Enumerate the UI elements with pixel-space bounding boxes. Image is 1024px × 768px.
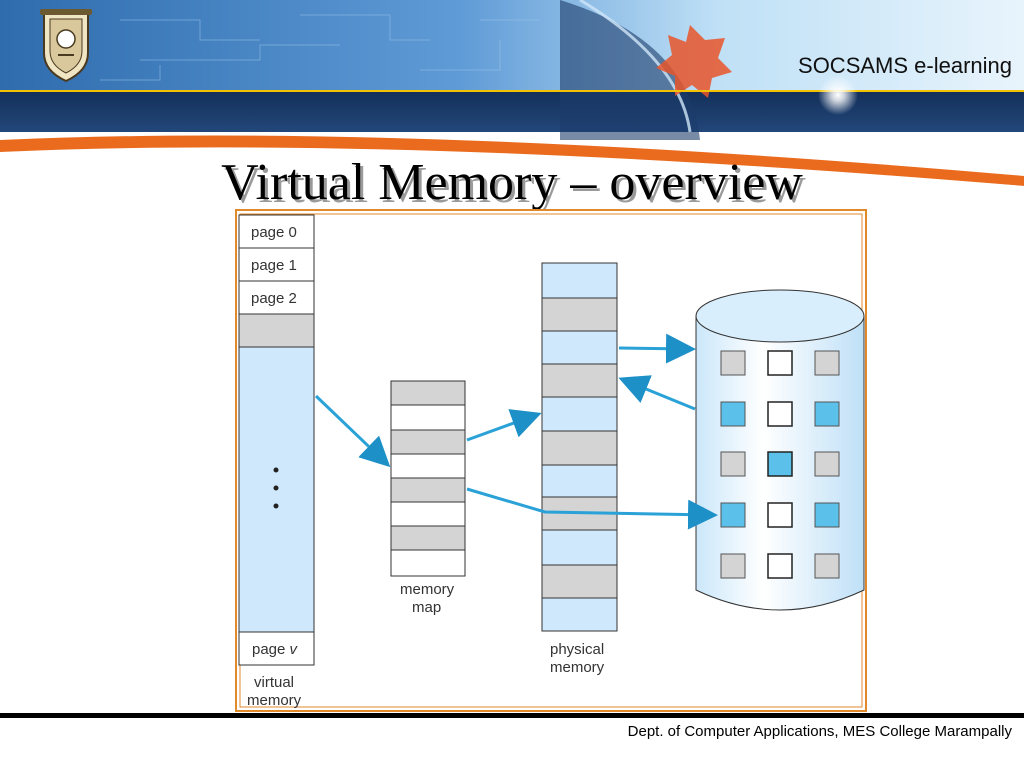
mapping-arrows bbox=[314, 333, 718, 530]
arrow-disk-to-physical bbox=[618, 375, 696, 411]
arrow-map-to-physical bbox=[466, 409, 542, 442]
virtual-page-1-label: page 1 bbox=[251, 257, 297, 274]
arrow-map-to-disk bbox=[466, 487, 718, 530]
physical-memory-column bbox=[541, 262, 618, 632]
college-crest-logo bbox=[40, 9, 92, 83]
slide-title: Virtual Memory – overview bbox=[221, 154, 803, 211]
virtual-page-0-label: page 0 bbox=[251, 224, 297, 241]
disk-blocks bbox=[720, 350, 840, 579]
memory-map-label-1: memory bbox=[400, 581, 455, 598]
memory-map-column bbox=[390, 380, 466, 577]
arrow-virtual-to-map bbox=[314, 394, 391, 468]
physical-memory-label-2: memory bbox=[550, 659, 605, 676]
virtual-page-v-label: page v bbox=[252, 641, 299, 658]
virtual-page-2-label: page 2 bbox=[251, 290, 297, 307]
page-var: v bbox=[290, 641, 299, 658]
virtual-memory-label-2: memory bbox=[247, 692, 302, 709]
physical-memory-label-1: physical bbox=[550, 641, 604, 658]
header-banner bbox=[0, 0, 1024, 200]
virtual-memory-label-1: virtual bbox=[254, 674, 294, 691]
footer-text: Dept. of Computer Applications, MES Coll… bbox=[627, 723, 1012, 740]
memory-map-label-2: map bbox=[412, 599, 441, 616]
arrow-physical-to-disk bbox=[618, 333, 696, 364]
brand-text: SOCSAMS e-learning bbox=[798, 53, 1012, 78]
page-word: page bbox=[252, 641, 285, 658]
footer-divider bbox=[0, 713, 1024, 718]
virtual-memory-column bbox=[238, 214, 315, 666]
